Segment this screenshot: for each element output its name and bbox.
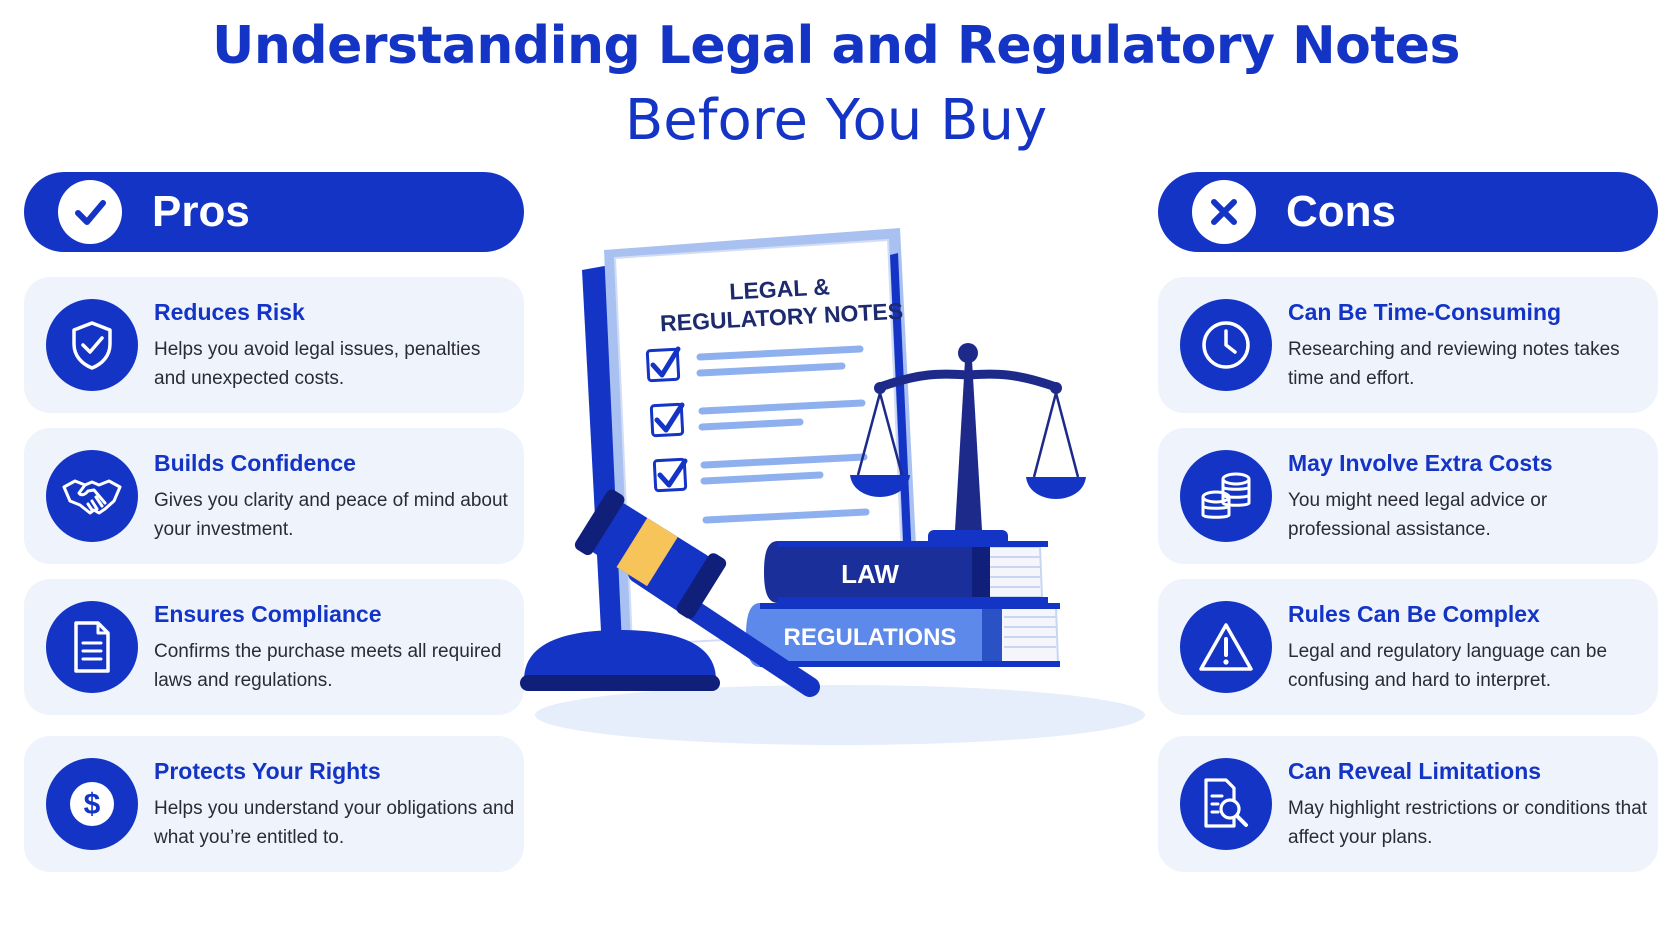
- card-title: Rules Can Be Complex: [1288, 601, 1540, 627]
- checklist: [645, 345, 870, 524]
- cons-card-time-consuming: Can Be Time-Consuming Researching and re…: [1158, 277, 1658, 413]
- card-title: Can Reveal Limitations: [1288, 758, 1542, 784]
- card-title: Builds Confidence: [154, 450, 356, 476]
- pros-card-reduces-risk: Reduces Risk Helps you avoid legal issue…: [24, 277, 524, 413]
- card-description: You might need legal advice or professio…: [1288, 490, 1548, 540]
- pros-label: Pros: [152, 187, 250, 236]
- card-description: Helps you avoid legal issues, penalties …: [154, 339, 481, 389]
- cons-card-extra-costs: May Involve Extra Costs You might need l…: [1158, 428, 1658, 564]
- card-description: Researching and reviewing notes takes ti…: [1288, 339, 1620, 389]
- warning-triangle-icon: [1180, 601, 1272, 693]
- document-title-line1: LEGAL &: [729, 273, 831, 304]
- pros-card-builds-confidence: Builds Confidence Gives you clarity and …: [24, 428, 524, 564]
- card-title: Can Be Time-Consuming: [1288, 299, 1562, 325]
- clock-icon: [1180, 299, 1272, 391]
- card-description: May highlight restrictions or conditions…: [1288, 798, 1648, 848]
- svg-text:$: $: [84, 788, 101, 821]
- pros-card-ensures-compliance: Ensures Compliance Confirms the purchase…: [24, 579, 524, 715]
- dollar-coin-icon: $: [46, 758, 138, 850]
- cons-header: Cons: [1158, 172, 1658, 252]
- cons-card-complex-rules: Rules Can Be Complex Legal and regulator…: [1158, 579, 1658, 715]
- shield-check-icon: [46, 299, 138, 391]
- book-label-regulations: REGULATIONS: [784, 624, 957, 651]
- page-subtitle: Before You Buy: [624, 88, 1048, 153]
- cons-label: Cons: [1286, 187, 1396, 236]
- pros-card-protects-rights: $ Protects Your Rights Helps you underst…: [24, 736, 524, 872]
- card-description: Helps you understand your obligations an…: [154, 798, 515, 848]
- card-title: Protects Your Rights: [154, 758, 381, 784]
- regulations-book: REGULATIONS: [746, 603, 1060, 667]
- gavel-icon: [520, 489, 820, 697]
- page-title: Understanding Legal and Regulatory Notes: [212, 16, 1460, 76]
- pros-header: Pros: [24, 172, 524, 252]
- card-description: Gives you clarity and peace of mind abou…: [154, 490, 508, 540]
- card-description: Legal and regulatory language can be con…: [1288, 641, 1608, 691]
- x-icon: [1192, 180, 1256, 244]
- card-title: Reduces Risk: [154, 299, 305, 325]
- ground-shadow: [535, 685, 1145, 745]
- card-description: Confirms the purchase meets all required…: [154, 641, 502, 691]
- card-title: May Involve Extra Costs: [1288, 450, 1553, 476]
- document-search-icon: [1180, 758, 1272, 850]
- document-icon: [46, 601, 138, 693]
- handshake-icon: [46, 450, 138, 542]
- check-icon: [58, 180, 122, 244]
- cons-card-reveal-limitations: Can Reveal Limitations May highlight res…: [1158, 736, 1658, 872]
- law-book: LAW: [764, 541, 1048, 603]
- book-label-law: LAW: [841, 559, 899, 589]
- card-title: Ensures Compliance: [154, 601, 382, 627]
- legal-illustration: LEGAL & REGULATORY NOTES: [520, 228, 1145, 745]
- coin-stack-icon: [1180, 450, 1272, 542]
